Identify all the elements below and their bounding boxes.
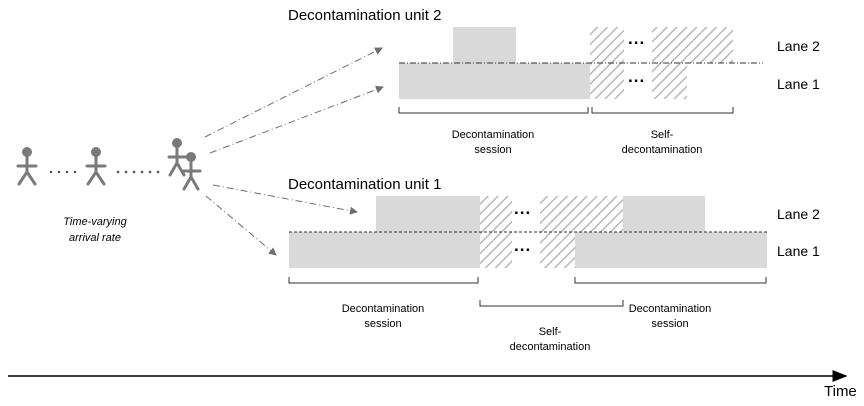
unit2-session-block [399,27,590,99]
person-icon [16,147,38,186]
person-icon [85,147,107,186]
unit1-session1-bracket [288,277,479,284]
arrival-dots [49,170,160,174]
unit1-session2-label: Decontamination session [628,303,712,330]
unit1-title: Decontamination unit 1 [288,176,442,193]
unit1-ellipsis-bottom: ... [514,236,532,255]
unit1-ellipsis-top: ... [514,199,532,218]
arrival-arrows [204,47,384,256]
unit1-self-label: Self-decontamination [509,326,591,353]
unit2-self-bracket [591,107,734,114]
unit2-self-label: Self-decontamination [621,129,703,156]
unit1-self-decon-hatch [480,196,623,268]
unit1-session2-block [575,196,767,268]
unit2-title: Decontamination unit 2 [288,7,442,24]
time-label: Time [824,383,857,400]
unit1-session1-label: Decontamination session [341,303,425,330]
person-group-icon [167,138,202,191]
unit1-session1-block [289,196,480,268]
unit1-session2-bracket [574,277,767,284]
arrival-rate-label: Time-varying arrival rate [63,216,127,244]
unit1-self-bracket [479,300,624,307]
unit2-lane1-label: Lane 1 [777,76,820,92]
unit2-lane2-label: Lane 2 [777,38,820,54]
unit2-ellipsis-top: ... [628,29,646,48]
unit2-ellipsis-bottom: ... [628,67,646,86]
unit2-session-label: Decontamination session [451,129,535,156]
unit2-session-bracket [398,107,589,114]
unit1-lane2-label: Lane 2 [777,206,820,222]
unit2-self-decon-hatch [590,27,733,99]
unit1-lane1-label: Lane 1 [777,243,820,259]
